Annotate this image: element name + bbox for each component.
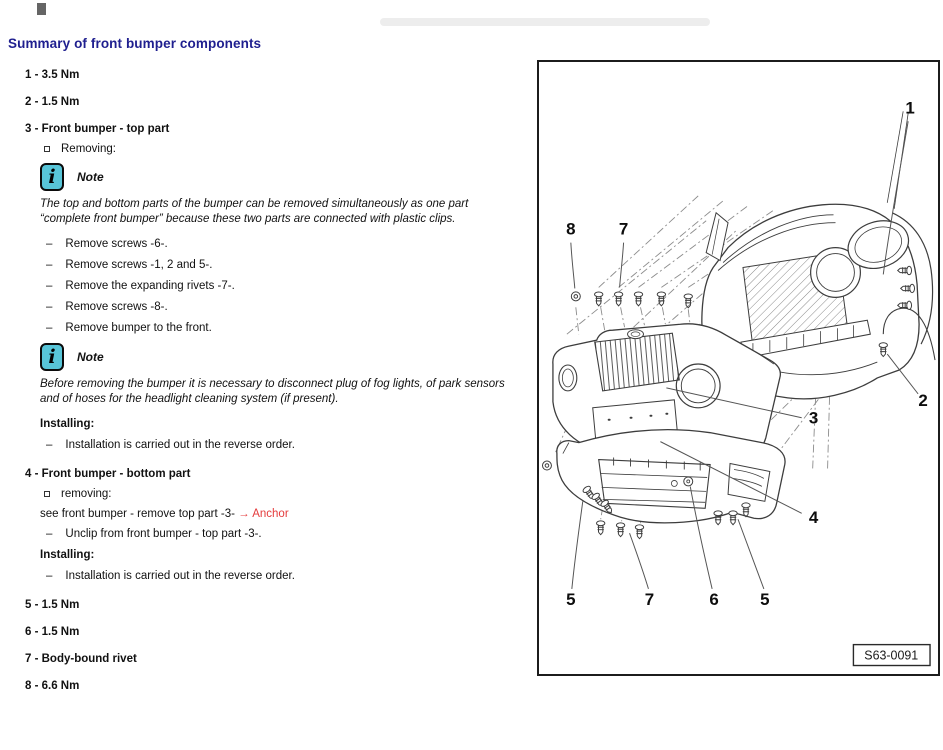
callout-2: 2 — [918, 391, 927, 410]
bumper-exploded-diagram: 1 8 7 2 3 4 5 7 6 5 S63-0091 — [541, 98, 936, 667]
callout-6: 6 — [709, 590, 718, 609]
callout-5-left: 5 — [566, 590, 575, 609]
text-column: Summary of front bumper components 1 - 3… — [8, 36, 523, 707]
dash-marker: – — [46, 322, 53, 334]
torque-item-5: 5 - 1.5 Nm — [25, 599, 80, 611]
torque-item-6: 6 - 1.5 Nm — [25, 626, 80, 638]
scan-artifact — [380, 18, 710, 26]
fastener-row — [570, 291, 693, 309]
step-remove-screws-125: – Remove screws -1, 2 and 5-. — [46, 259, 213, 271]
square-bullet-icon — [44, 146, 50, 152]
callout-leader-lines — [570, 121, 919, 590]
anchor-arrow-icon[interactable]: → — [238, 508, 250, 520]
installing-heading: Installing: — [40, 549, 95, 561]
dash-marker: – — [46, 259, 53, 271]
scan-artifact — [37, 3, 46, 15]
dash-marker: – — [46, 238, 53, 250]
torque-item-8: 8 - 6.6 Nm — [25, 680, 80, 692]
installing-heading: Installing: — [40, 418, 95, 430]
removing-label: removing: — [61, 488, 112, 500]
item-3-header: 3 - Front bumper - top part — [25, 123, 170, 135]
callout-5-right: 5 — [760, 590, 769, 609]
torque-item-1: 1 - 3.5 Nm — [25, 69, 80, 81]
car-body-drawing — [701, 111, 936, 400]
figure-code-box: S63-0091 — [852, 643, 931, 667]
dash-marker: – — [46, 570, 53, 582]
step-remove-screws-6: – Remove screws -6-. — [46, 238, 168, 250]
dash-marker: – — [46, 280, 53, 292]
step-remove-screws-8: – Remove screws -8-. — [46, 301, 168, 313]
torque-item-2: 2 - 1.5 Nm — [25, 96, 80, 108]
step-unclip-top-part: – Unclip from front bumper - top part -3… — [46, 528, 262, 540]
torque-item-7: 7 - Body-bound rivet — [25, 653, 137, 665]
callout-4: 4 — [809, 508, 819, 527]
figure-frame: 1 8 7 2 3 4 5 7 6 5 S63-0091 — [537, 60, 940, 676]
note-title: Note — [77, 170, 104, 184]
info-note-icon: i — [40, 343, 64, 371]
top-bumper-drawing — [552, 323, 781, 459]
figure-code: S63-0091 — [864, 649, 918, 663]
anchor-link[interactable]: Anchor — [252, 508, 289, 520]
step-installation-reverse: – Installation is carried out in the rev… — [46, 570, 295, 582]
callout-1: 1 — [905, 98, 914, 117]
dash-marker: – — [46, 439, 53, 451]
callout-numbers: 1 8 7 2 3 4 5 7 6 5 — [566, 98, 928, 609]
square-bullet-icon — [44, 491, 50, 497]
bottom-bumper-drawing — [541, 429, 786, 524]
see-reference-text: see front bumper - remove top part -3- — [40, 508, 235, 520]
removing-bullet-row: Removing: — [44, 143, 523, 155]
dash-marker: – — [46, 301, 53, 313]
step-installation-reverse: – Installation is carried out in the rev… — [46, 439, 295, 451]
item-4-header: 4 - Front bumper - bottom part — [25, 468, 191, 480]
page-title: Summary of front bumper components — [8, 36, 262, 51]
removing-label: Removing: — [61, 143, 116, 155]
callout-3: 3 — [809, 409, 818, 428]
step-remove-bumper-front: – Remove bumper to the front. — [46, 322, 212, 334]
callout-7-bottom: 7 — [645, 590, 654, 609]
note-1-body: The top and bottom parts of the bumper c… — [40, 198, 469, 225]
note-1-header: i Note — [40, 163, 523, 191]
callout-7-top: 7 — [619, 220, 628, 239]
removing-bullet-row: removing: — [44, 488, 523, 500]
note-2-header: i Note — [40, 343, 523, 371]
step-remove-rivets-7: – Remove the expanding rivets -7-. — [46, 280, 235, 292]
info-note-icon: i — [40, 163, 64, 191]
note-2-body: Before removing the bumper it is necessa… — [40, 378, 505, 405]
note-title: Note — [77, 350, 104, 364]
dash-marker: – — [46, 528, 53, 540]
callout-8: 8 — [566, 220, 575, 239]
cross-reference-row: see front bumper - remove top part -3- →… — [40, 508, 523, 520]
